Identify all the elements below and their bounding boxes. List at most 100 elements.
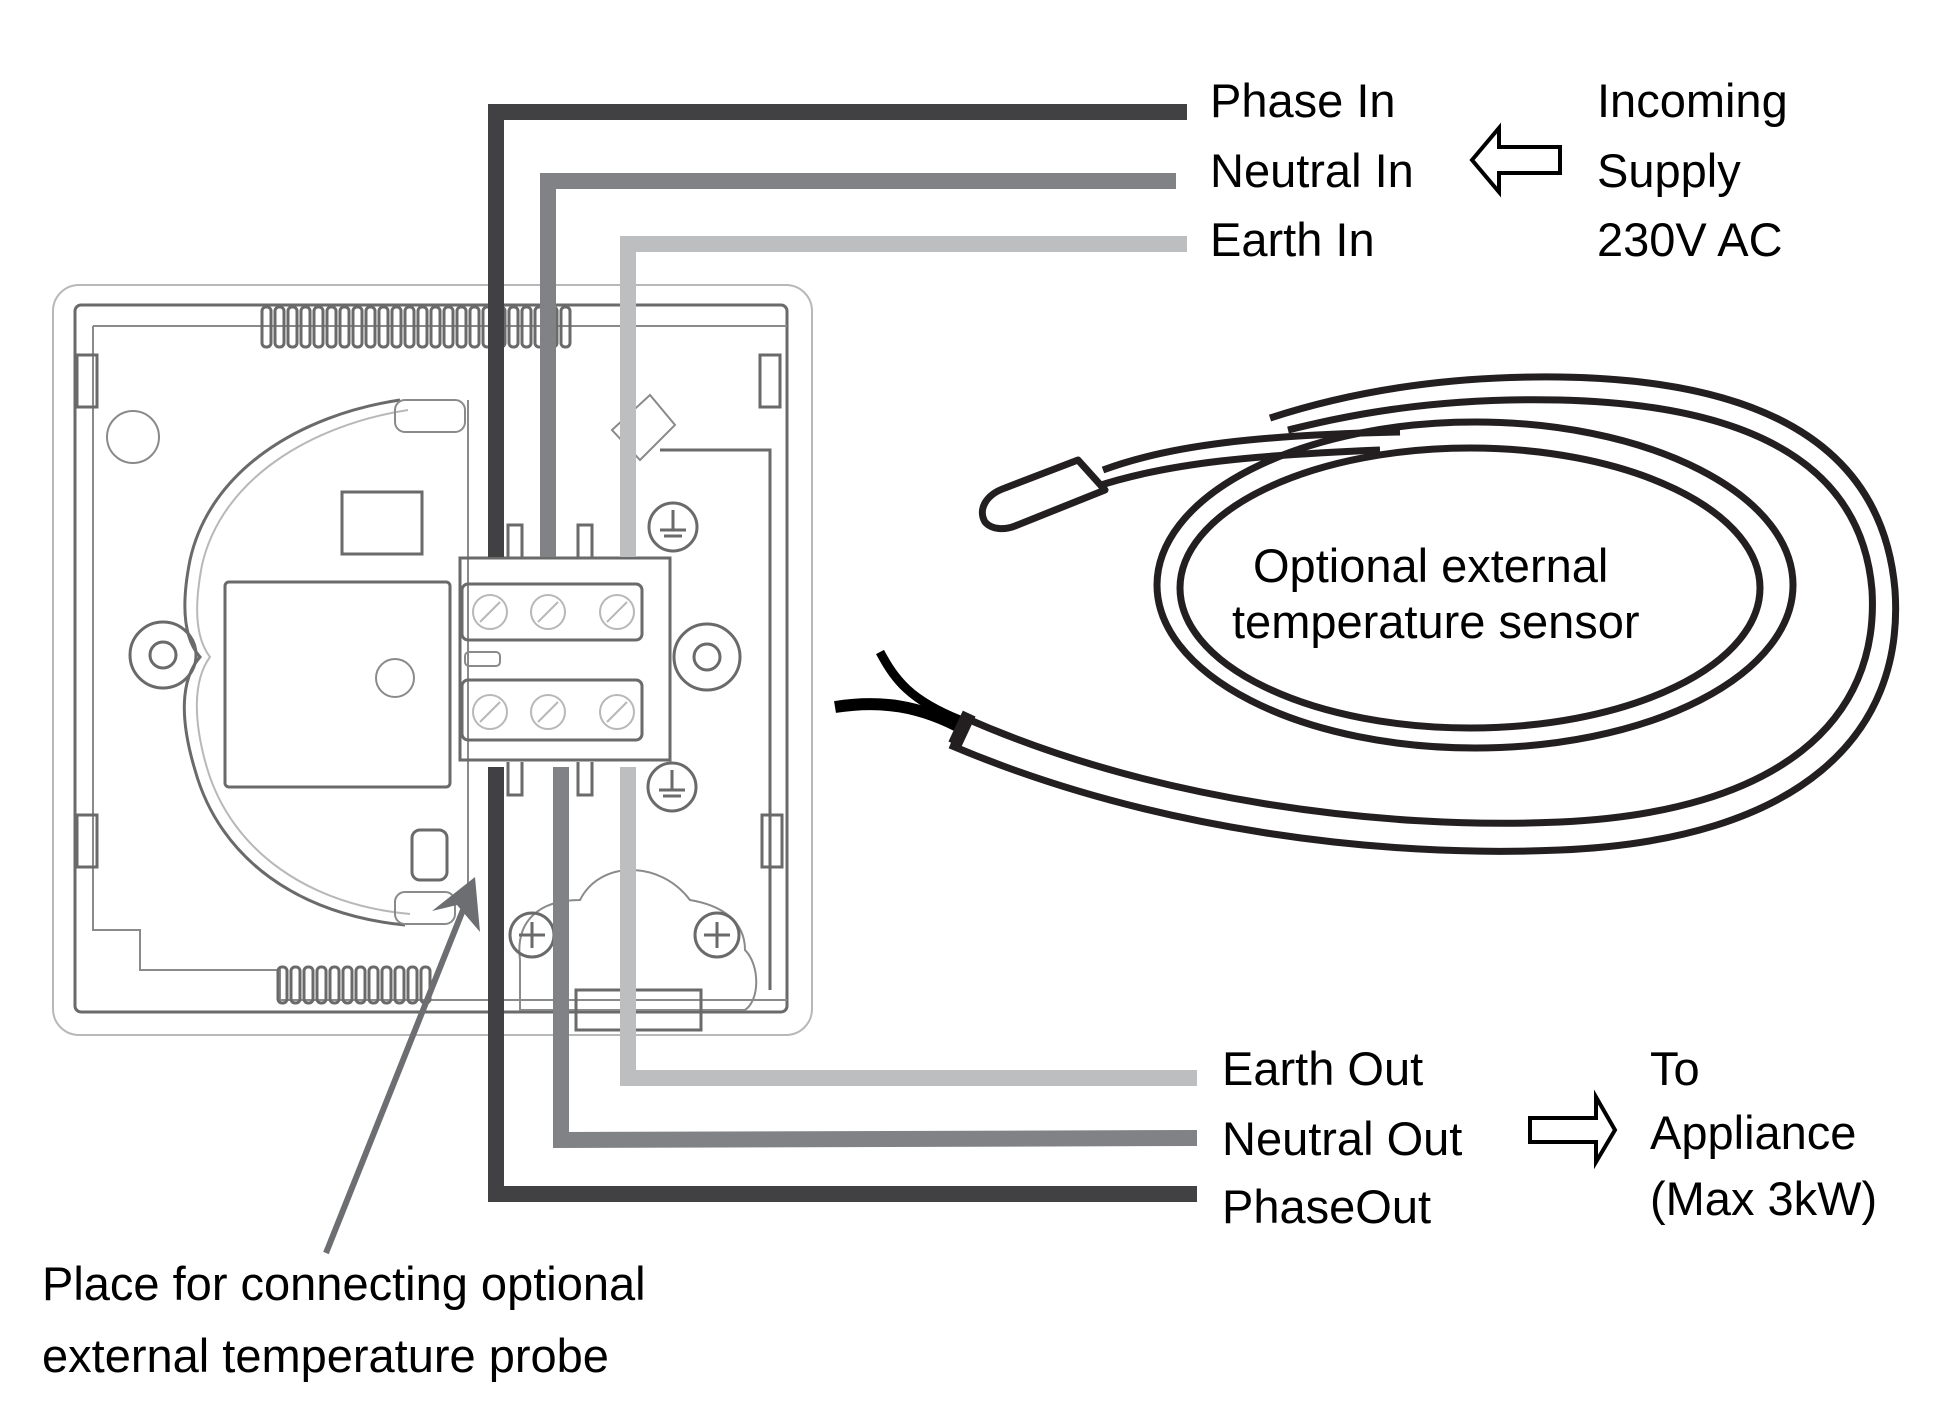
terminal-row-out [460,678,644,742]
housing-arc [182,398,406,927]
cable-clamp [574,988,703,1032]
terminal-block [458,556,672,762]
vent-slot [351,305,364,349]
appliance-line-2: Appliance [1650,1106,1856,1159]
wire-earth-out [620,767,1197,1086]
plate-hole [106,410,160,464]
screw-chamber [518,869,758,1011]
plate-inner-frame [73,303,789,1014]
wire-neutral-in [540,173,1176,557]
top-vent-slots [260,305,572,349]
sensor-cable-outer-1 [961,396,1876,827]
outgoing-wires [488,767,1198,1202]
label-neutral-in: Neutral In [1210,144,1414,197]
sensor-sleeve-end [948,710,976,748]
display-window [340,490,424,556]
vent-slot [289,965,302,1005]
vent-slot [302,965,315,1005]
vent-slot [559,305,572,349]
vent-slot [364,305,377,349]
incoming-wires [488,104,1187,557]
housing-top-tab [394,399,466,433]
vent-slot [380,965,393,1005]
external-temperature-sensor: Optional external temperature sensor [834,373,1900,855]
supply-line-1: Incoming [1597,74,1788,127]
vent-slot [299,305,312,349]
vent-slot [273,305,286,349]
label-neutral-out: Neutral Out [1222,1112,1462,1165]
vent-slot [341,965,354,1005]
right-top-clip [758,353,782,409]
relay-hole [375,658,415,698]
vent-slot [507,305,520,349]
earth-symbol-out [646,761,698,813]
vent-slot [403,305,416,349]
sensor-cable-outer-2 [948,373,1900,855]
left-bottom-clip [75,813,99,869]
arrow-right-icon [1528,1089,1618,1170]
sensor-cable-loop-inner [1176,444,1764,732]
vent-slot [276,965,289,1005]
probe-note: Place for connecting optional external t… [42,877,646,1382]
terminal-screws [472,594,635,730]
vent-slot [315,965,328,1005]
sensor-lead-wire-2 [876,649,962,725]
sensor-lead-wire-1 [834,698,968,736]
terminal-screw-slot [606,601,628,623]
arrow-left-icon [1469,122,1562,198]
wire-phase-out [488,767,1197,1202]
vent-slot [312,305,325,349]
right-bottom-clip [760,813,784,869]
probe-note-line-2: external temperature probe [42,1329,609,1382]
thermostat-back-plate [52,284,813,1036]
sensor-probe-tip [978,456,1109,533]
plate-outer-frame [52,284,813,1036]
vent-slot [377,305,390,349]
right-chamber [660,448,772,990]
vent-slot [406,965,419,1005]
sensor-label-line-2: temperature sensor [1232,595,1640,648]
plate-inner-lower-edge [92,326,787,1001]
label-earth-in: Earth In [1210,213,1375,266]
screw-right [693,911,741,959]
terminal-screw-icon [530,594,566,630]
earth-symbol-in [647,501,699,553]
left-top-clip [75,353,99,409]
bottom-vent-slots [276,965,432,1005]
terminal-screw-icon [472,694,508,730]
housing-arc-inner [195,409,411,915]
vent-slot [328,965,341,1005]
right-mounting-ring [672,622,742,692]
probe-socket [410,828,449,882]
vent-slot [455,305,468,349]
left-mounting-ring [128,620,198,690]
appliance-line-3: (Max 3kW) [1650,1172,1877,1225]
terminal-screw-icon [530,694,566,730]
probe-pointer-arrowhead-icon [432,877,480,932]
terminal-screw-slot [479,701,501,723]
vent-slot [325,305,338,349]
vent-slot [429,305,442,349]
sensor-label-line-1: Optional external [1253,539,1608,592]
housing-bottom-tab [394,891,456,925]
terminal-screw-slot [537,601,559,623]
wire-earth-in [620,236,1187,557]
supply-line-2: Supply [1597,144,1741,197]
vent-slot [260,305,273,349]
screw-left [508,911,556,959]
terminal-screw-slot [479,601,501,623]
sensor-cable-loop-outer [1153,418,1797,752]
terminal-screw-slot [606,701,628,723]
probe-pointer-line [323,903,468,1255]
vent-slot [393,965,406,1005]
terminal-screw-slot [537,701,559,723]
vent-slot [390,305,403,349]
label-phase-out: PhaseOut [1222,1180,1431,1233]
supply-line-3: 230V AC [1597,213,1783,266]
sensor-cable-to-probe-1 [1101,428,1401,474]
vent-slot [354,965,367,1005]
vent-slot [338,305,351,349]
vent-slot [468,305,481,349]
terminal-screw-icon [472,594,508,630]
